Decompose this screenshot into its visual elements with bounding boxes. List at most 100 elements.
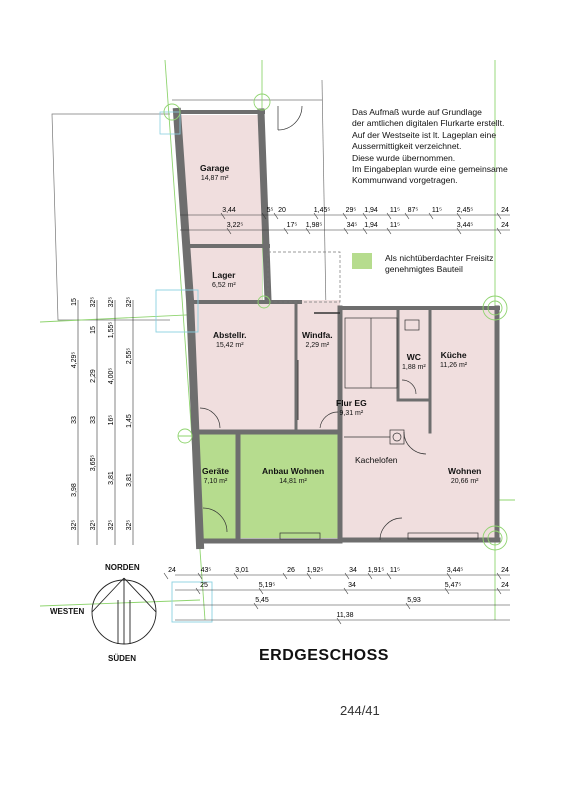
dimension-label: 32⁵ [126, 520, 133, 531]
dimension-tick [220, 212, 226, 220]
room-name: Küche [440, 350, 467, 360]
room-area: 14,87 m² [200, 175, 229, 182]
dimension-tick [226, 227, 232, 235]
page-number: 244/41 [340, 703, 380, 718]
dimension-label: 11,38 [337, 612, 354, 619]
dimension-label: 24 [501, 567, 509, 574]
garage-fill [180, 115, 262, 300]
dimension-label: 4,00⁵ [108, 368, 115, 385]
dimension-label: 32⁵ [108, 520, 115, 531]
dimension-label: 32⁵ [108, 297, 115, 308]
dimension-label: 5,47⁵ [445, 582, 462, 589]
room-area: 20,66 m² [450, 478, 479, 485]
dimension-tick [362, 227, 368, 235]
dimension-label: 34 [349, 567, 357, 574]
dimension-tick [386, 212, 392, 220]
legend-text: Als nichtüberdachter Freisitz genehmigte… [385, 253, 493, 276]
compass-west: WESTEN [50, 607, 85, 616]
dimension-label: 3,81 [108, 471, 115, 485]
property-line-right [321, 79, 327, 313]
dimension-tick [197, 572, 203, 580]
dimension-tick [428, 212, 434, 220]
wohnen-fill [340, 432, 495, 538]
room-name: Flur EG [336, 398, 367, 408]
dimension-tick [496, 212, 502, 220]
dimension-label: 15 [71, 298, 78, 306]
dimension-tick [283, 227, 289, 235]
dimension-label: 3,44⁵ [447, 567, 464, 574]
dimension-tick [405, 602, 411, 610]
dimension-label: 34 [348, 582, 356, 589]
dimension-label: 1,55⁵ [108, 322, 115, 339]
compass [91, 577, 157, 645]
column-marker [159, 111, 181, 135]
dimension-label: 17⁵ [287, 222, 298, 229]
dimension-tick [496, 572, 502, 580]
room-name: Lager [212, 270, 236, 280]
dimension-tick [386, 572, 392, 580]
dimension-label: 24 [501, 582, 509, 589]
room-kueche: Küche 11,26 m² [440, 350, 467, 369]
compass-north: NORDEN [105, 563, 140, 572]
dimension-label: 15 [90, 326, 97, 334]
note-line: der amtlichen digitalen Flurkarte erstel… [352, 118, 505, 129]
geraete-fill [196, 432, 236, 541]
dimension-label: 3,98 [71, 483, 78, 497]
dimension-label: 3,01 [235, 567, 249, 574]
anbau-fill [240, 432, 338, 538]
dimension-tick [343, 587, 349, 595]
room-name: Windfa. [302, 330, 333, 340]
dimension-tick [362, 212, 368, 220]
room-area: 15,42 m² [215, 342, 244, 349]
dimension-label: 2,45⁵ [457, 207, 474, 214]
legend-line: genehmigtes Bauteil [385, 264, 463, 275]
dimension-label: 43⁵ [201, 567, 212, 574]
room-wc: WC 1,88 m² [402, 352, 426, 371]
plan-title: ERDGESCHOSS [259, 647, 389, 664]
dimension-label: 1,94 [364, 207, 378, 214]
dimension-tick [305, 227, 311, 235]
dimension-label: 32⁵ [90, 297, 97, 308]
interior-details [199, 105, 479, 541]
dimension-label: 87⁵ [408, 207, 419, 214]
legend-swatch [352, 253, 372, 269]
dimension-tick [446, 572, 452, 580]
room-windfang: Windfa. 2,29 m² [302, 330, 333, 349]
abstell-fill [188, 300, 340, 432]
dimension-tick [306, 572, 312, 580]
room-name: Geräte [202, 466, 229, 476]
dimension-tick [386, 227, 392, 235]
dimension-label: 25 [200, 582, 208, 589]
dimension-tick [261, 212, 267, 220]
dimension-tick [344, 572, 350, 580]
dimension-label: 1,92⁵ [307, 567, 324, 574]
compass-south: SÜDEN [108, 654, 137, 663]
dimension-label: 11⁵ [432, 207, 442, 214]
room-name: Garage [200, 163, 230, 173]
dimension-label: 32⁵ [126, 297, 133, 308]
kachelofen-label: Kachelofen [355, 455, 398, 465]
dimension-label: 5⁵ [267, 207, 274, 214]
room-area: 1,88 m² [402, 364, 426, 371]
dimension-label: 2,29 [90, 369, 97, 383]
dimension-label: 5,19⁵ [259, 582, 276, 589]
dimension-label: 4,29⁵ [71, 352, 78, 369]
dimension-label: 33 [71, 416, 78, 424]
dimension-label: 11⁵ [390, 207, 400, 214]
dimension-tick [367, 572, 373, 580]
dimension-label: 33 [90, 416, 97, 424]
dimension-tick [444, 587, 450, 595]
note-line: Diese wurde übernommen. [352, 152, 456, 163]
dimension-label: 3,65⁵ [90, 455, 97, 472]
dimension-label: 32⁵ [90, 520, 97, 531]
column-rings [163, 93, 508, 551]
room-area: 11,26 m² [440, 362, 468, 369]
dimension-label: 20 [278, 207, 286, 214]
room-name: Abstellr. [213, 330, 247, 340]
dimension-label: 5,93 [407, 597, 421, 604]
room-lager: Lager 6,52 m² [212, 270, 236, 289]
column-marker [171, 581, 213, 623]
dimension-tick [404, 212, 410, 220]
room-area: 14,81 m² [279, 478, 307, 485]
